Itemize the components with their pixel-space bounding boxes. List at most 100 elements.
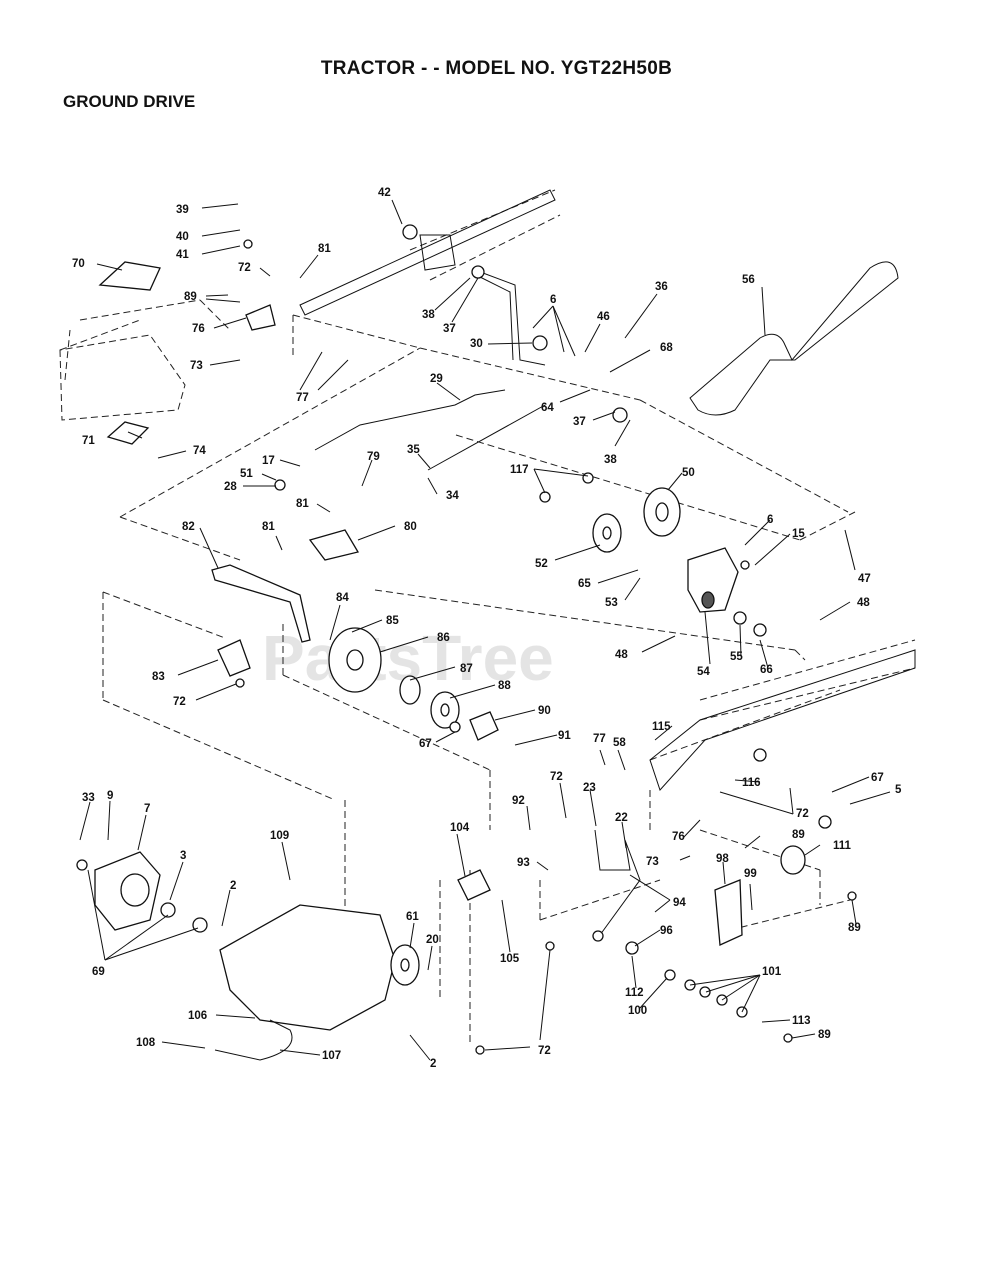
callout-29: 29: [430, 373, 443, 385]
transaxle: [219, 904, 396, 1031]
callout-65: 65: [578, 578, 591, 590]
callout-109: 109: [270, 830, 289, 842]
callout-55: 55: [730, 651, 743, 663]
callout-107: 107: [322, 1050, 341, 1062]
callout-53: 53: [605, 597, 618, 609]
callout-115: 115: [652, 721, 671, 733]
callout-67: 67: [871, 772, 884, 784]
callout-3: 3: [180, 850, 186, 862]
callout-40: 40: [176, 231, 189, 243]
callout-72: 72: [538, 1045, 551, 1057]
callout-81: 81: [262, 521, 275, 533]
callout-37: 37: [443, 323, 456, 335]
callout-58: 58: [613, 737, 626, 749]
callout-89: 89: [848, 922, 861, 934]
callout-72: 72: [796, 808, 809, 820]
callout-89: 89: [184, 291, 197, 303]
callout-42: 42: [378, 187, 391, 199]
callout-47: 47: [858, 573, 871, 585]
callout-85: 85: [386, 615, 399, 627]
drive-belt: [689, 261, 899, 416]
callout-76: 76: [672, 831, 685, 843]
callout-117: 117: [510, 464, 529, 476]
frame-outlines: [59, 189, 916, 1045]
bracket-90: [469, 711, 499, 741]
plate: [106, 421, 150, 445]
callout-30: 30: [470, 338, 483, 350]
callout-72: 72: [238, 262, 251, 274]
callout-111: 111: [833, 840, 852, 852]
callout-5: 5: [895, 784, 902, 796]
callout-86: 86: [437, 632, 450, 644]
callout-80: 80: [404, 521, 417, 533]
callout-108: 108: [136, 1037, 156, 1049]
callout-38: 38: [422, 309, 435, 321]
callout-56: 56: [742, 274, 755, 286]
section-heading: GROUND DRIVE: [63, 92, 196, 111]
callout-82: 82: [182, 521, 195, 533]
idler-bracket: [687, 547, 739, 613]
callout-69: 69: [92, 966, 105, 978]
callout-70: 70: [72, 258, 85, 270]
callout-71: 71: [82, 435, 95, 447]
callout-81: 81: [296, 498, 309, 510]
callout-98: 98: [716, 853, 729, 865]
callout-38: 38: [604, 454, 617, 466]
callout-66: 66: [760, 664, 773, 676]
lever-82: [211, 564, 311, 643]
callout-74: 74: [193, 445, 206, 457]
callout-113: 113: [792, 1015, 811, 1027]
callout-20: 20: [426, 934, 439, 946]
callout-51: 51: [240, 468, 253, 480]
callout-89: 89: [792, 829, 805, 841]
callout-105: 105: [500, 953, 520, 965]
callout-81: 81: [318, 243, 331, 255]
callout-112: 112: [625, 987, 644, 999]
callout-48: 48: [615, 649, 628, 661]
callout-2: 2: [230, 880, 236, 892]
callout-101: 101: [762, 966, 782, 978]
callout-37: 37: [573, 416, 586, 428]
callout-116: 116: [742, 777, 761, 789]
callout-46: 46: [597, 311, 610, 323]
callout-83: 83: [152, 671, 165, 683]
pulley-87: [399, 675, 421, 705]
callout-61: 61: [406, 911, 419, 923]
callout-67: 67: [419, 738, 432, 750]
callout-104: 104: [450, 822, 470, 834]
parts: [59, 189, 916, 1061]
callout-6: 6: [767, 514, 773, 526]
callout-54: 54: [697, 666, 710, 678]
callout-52: 52: [535, 558, 548, 570]
callout-73: 73: [190, 360, 203, 372]
callout-90: 90: [538, 705, 551, 717]
callout-68: 68: [660, 342, 673, 354]
callout-94: 94: [673, 897, 686, 909]
callout-15: 15: [792, 528, 805, 540]
callout-92: 92: [512, 795, 525, 807]
callout-91: 91: [558, 730, 571, 742]
callout-88: 88: [498, 680, 511, 692]
callout-9: 9: [107, 790, 113, 802]
callout-48: 48: [857, 597, 870, 609]
callout-72: 72: [173, 696, 186, 708]
callout-7: 7: [144, 803, 150, 815]
callout-106: 106: [188, 1010, 207, 1022]
page-title: TRACTOR - - MODEL NO. YGT22H50B: [320, 58, 673, 79]
callout-labels: 39 40 41 70 72 89 76 73 71 74 81 77 42 3…: [72, 187, 902, 1070]
callout-28: 28: [224, 481, 237, 493]
spacer-111: [780, 845, 806, 875]
callout-77: 77: [296, 392, 309, 404]
callout-73: 73: [646, 856, 659, 868]
callout-36: 36: [655, 281, 668, 293]
callout-99: 99: [744, 868, 757, 880]
callout-22: 22: [615, 812, 628, 824]
leader-lines: [79, 199, 891, 1061]
callout-41: 41: [176, 249, 189, 261]
callout-34: 34: [446, 490, 459, 502]
callout-2: 2: [430, 1058, 436, 1070]
callout-23: 23: [583, 782, 596, 794]
callout-87: 87: [460, 663, 473, 675]
callout-35: 35: [407, 444, 420, 456]
